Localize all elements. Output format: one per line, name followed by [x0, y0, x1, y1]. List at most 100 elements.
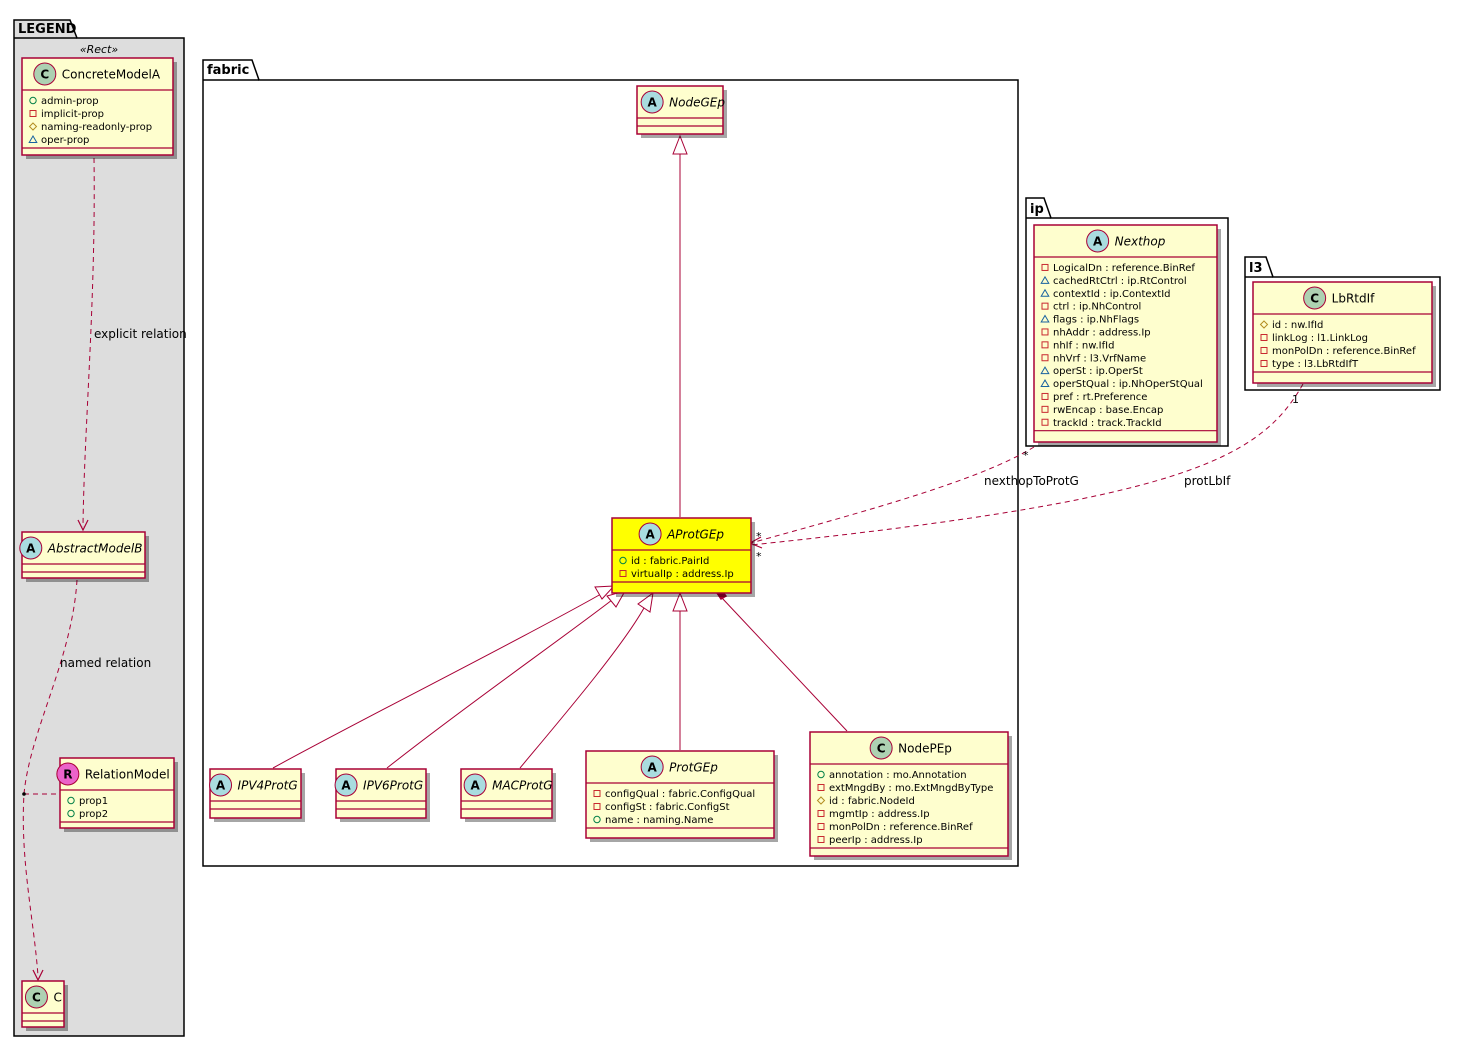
edge-generalization-mac	[519, 591, 654, 769]
class-concretemodela-attr-2: naming-readonly-prop	[41, 122, 152, 133]
class-ipv4protg-title: IPV4ProtG	[238, 779, 298, 793]
class-nexthop-type-letter: A	[1093, 235, 1103, 249]
class-aprotgep-attr-1: virtualIp : address.Ip	[631, 569, 734, 580]
class-relationmodel-attr-0-visibility-icon	[67, 796, 75, 805]
class-aprotgep-type-abstract-icon	[638, 522, 662, 546]
class-relationmodel-title: RelationModel	[85, 768, 170, 782]
edge-named-relation-label: named relation	[60, 656, 151, 670]
class-nexthop-attr-5-visibility-icon	[1041, 328, 1049, 336]
class-aprotgep-attr-1-visibility-icon	[619, 570, 627, 577]
class-nexthop-attr-7: nhVrf : l3.VrfName	[1053, 353, 1146, 364]
class-nodepep-title: NodePEp	[898, 742, 952, 756]
class-nexthop-attr-4: flags : ip.NhFlags	[1053, 315, 1139, 326]
class-lbrtdif-attr-0: id : nw.IfId	[1272, 320, 1323, 331]
class-relationmodel-type-relation-icon	[56, 762, 80, 786]
class-ipv4protg-type-abstract-icon	[209, 773, 233, 797]
class-nexthop-attr-12-visibility-icon	[1041, 418, 1049, 426]
class-concretemodela-attr-2-visibility-icon	[28, 122, 38, 131]
class-nodegep-title: NodeGEp	[669, 96, 725, 110]
class-macprotg-type-abstract-icon	[463, 773, 487, 797]
class-nodepep-attr-5-visibility-icon	[817, 836, 825, 843]
class-nodepep-attr-0: annotation : mo.Annotation	[829, 770, 967, 781]
class-abstractmodelb-type-abstract-icon	[19, 536, 43, 560]
edge-generalization-ipv4	[272, 585, 616, 769]
class-protgep-attr-1: configSt : fabric.ConfigSt	[605, 802, 730, 813]
class-protgep-attr-1-visibility-icon	[593, 803, 601, 810]
class-concretemodela-type-concrete-icon	[33, 62, 57, 86]
class-protgep-attr-2-visibility-icon	[593, 815, 601, 824]
class-nexthop-attr-11-visibility-icon	[1041, 405, 1049, 413]
class-nexthop-attr-8-visibility-icon	[1040, 366, 1050, 375]
class-nexthop-box	[1033, 224, 1218, 443]
class-aprotgep-attr-0: id : fabric.PairId	[631, 556, 709, 567]
class-nexthop-attr-8: operSt : ip.OperSt	[1053, 366, 1143, 377]
class-nodepep-box	[809, 731, 1009, 857]
class-nexthop-attr-10: pref : rt.Preference	[1053, 392, 1147, 403]
class-nexthop-attr-7-visibility-icon	[1041, 354, 1049, 362]
class-nexthop-attr-6: nhIf : nw.IfId	[1053, 340, 1114, 351]
class-nexthop-attr-1-visibility-icon	[1040, 275, 1050, 284]
class-nexthop-attr-3: ctrl : ip.NhControl	[1053, 302, 1141, 313]
class-abstractmodelb-type-letter: A	[26, 542, 36, 556]
edge-prot-lbif: 1 * protLbIf	[750, 383, 1304, 563]
class-c-type-letter: C	[32, 991, 41, 1005]
mult-aprot-star-1: *	[756, 530, 762, 543]
package-ip-label: ip	[1030, 202, 1044, 217]
mult-lbrtdif-one: 1	[1292, 393, 1299, 406]
class-nexthop-attr-0: LogicalDn : reference.BinRef	[1053, 263, 1195, 274]
class-nexthop-attr-2-visibility-icon	[1040, 288, 1050, 297]
class-nodepep-attr-1-visibility-icon	[817, 784, 825, 791]
class-nexthop-attr-9: operStQual : ip.NhOperStQual	[1053, 379, 1203, 390]
class-protgep-type-letter: A	[648, 761, 658, 775]
class-abstractmodelb-box	[21, 531, 146, 579]
class-protgep-attr-0: configQual : fabric.ConfigQual	[605, 789, 755, 800]
class-nodepep-attr-1: extMngdBy : mo.ExtMngdByType	[829, 783, 993, 794]
class-nodepep-attr-4: monPolDn : reference.BinRef	[829, 822, 973, 833]
class-protgep-attr-0-visibility-icon	[593, 790, 601, 797]
class-ipv6protg-type-letter: A	[341, 779, 351, 793]
class-relationmodel-attr-1-visibility-icon	[67, 809, 75, 818]
class-lbrtdif-box	[1252, 281, 1433, 384]
class-aprotgep-attr-0-visibility-icon	[619, 556, 627, 565]
class-lbrtdif-type-concrete-icon	[1303, 286, 1327, 310]
edge-nexthop-label: nexthopToProtG	[984, 474, 1079, 488]
class-concretemodela-attr-1: implicit-prop	[41, 109, 104, 120]
mult-aprot-star-2: *	[756, 550, 762, 563]
class-ipv6protg-title: IPV6ProtG	[363, 779, 423, 793]
class-nodepep-attr-3-visibility-icon	[817, 810, 825, 817]
class-nexthop-attr-0-visibility-icon	[1041, 263, 1049, 271]
class-lbrtdif-attr-2: monPolDn : reference.BinRef	[1272, 346, 1416, 357]
class-c-title: C	[53, 991, 61, 1005]
class-nodepep-attr-3: mgmtIp : address.Ip	[829, 809, 930, 820]
class-lbrtdif-title: LbRtdIf	[1332, 292, 1376, 306]
class-nexthop-attr-12: trackId : track.TrackId	[1053, 418, 1162, 429]
class-lbrtdif-attr-0-visibility-icon	[1259, 320, 1269, 329]
class-macprotg-title: MACProtG	[492, 779, 552, 793]
class-nexthop-attr-10-visibility-icon	[1041, 392, 1049, 400]
class-nodepep-attr-5: peerIp : address.Ip	[829, 835, 923, 846]
class-nexthop-attr-6-visibility-icon	[1041, 341, 1049, 349]
class-concretemodela-title: ConcreteModelA	[62, 68, 161, 82]
edge-protlbif-label: protLbIf	[1184, 474, 1231, 488]
class-protgep-type-abstract-icon	[640, 755, 664, 779]
class-lbrtdif-type-letter: C	[1310, 292, 1319, 306]
class-nodepep-type-concrete-icon	[869, 736, 893, 760]
class-abstractmodelb-title: AbstractModelB	[47, 542, 143, 556]
package-legend: LEGEND	[13, 19, 185, 1037]
class-protgep-title: ProtGEp	[669, 761, 718, 775]
class-nexthop-attr-4-visibility-icon	[1040, 314, 1050, 323]
legend-stereotype: «Rect»	[80, 43, 119, 56]
class-nexthop-attr-9-visibility-icon	[1040, 379, 1050, 388]
package-fabric-label: fabric	[207, 63, 249, 78]
